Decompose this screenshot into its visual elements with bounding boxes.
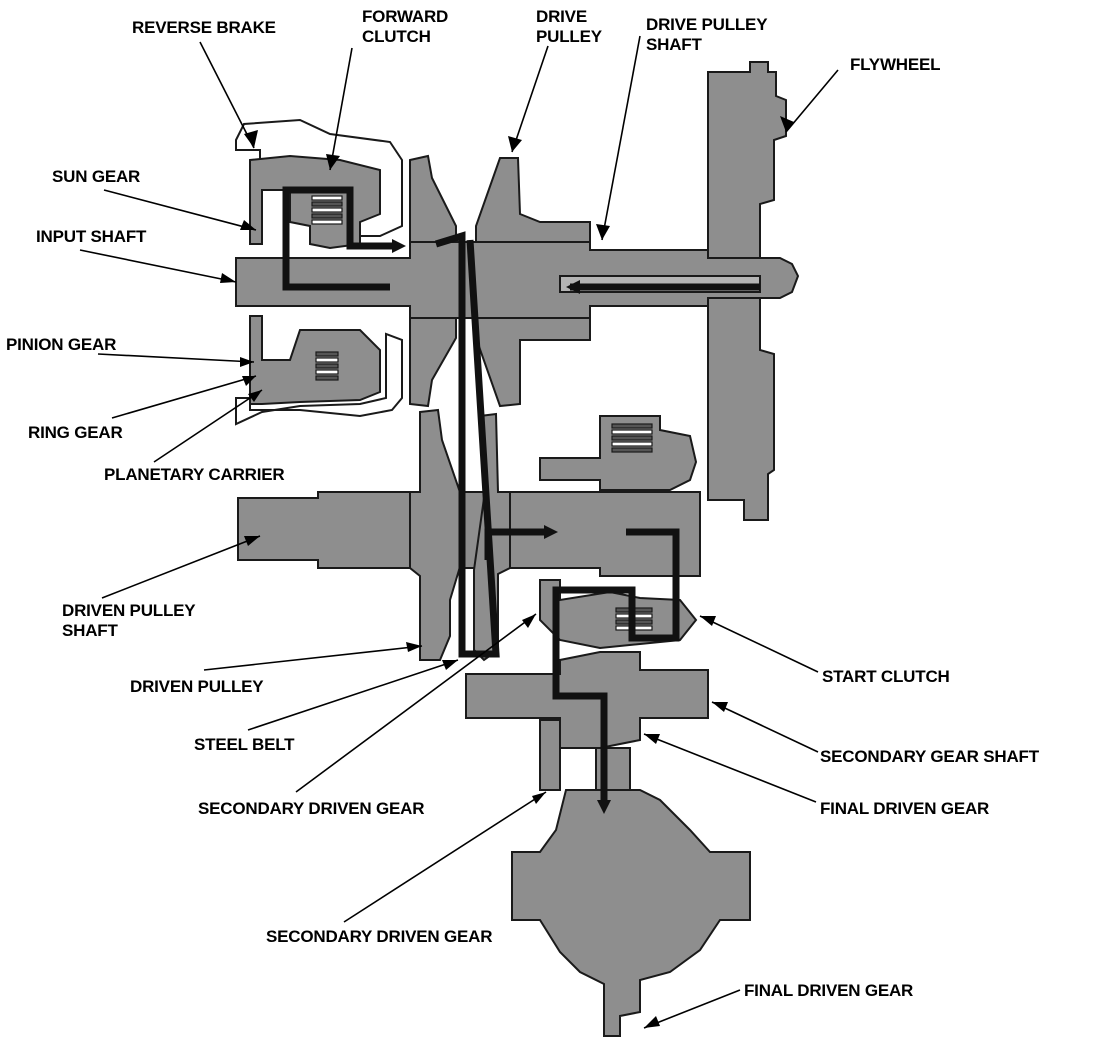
label-steel-belt: STEEL BELT [194, 735, 295, 754]
label-driven-pulley-shaft-line2: SHAFT [62, 621, 118, 640]
flywheel [707, 61, 787, 521]
label-sun-gear: SUN GEAR [52, 167, 140, 186]
label-ring-gear: RING GEAR [28, 423, 123, 442]
label-drive-pulley-line1: DRIVE [536, 7, 587, 26]
power-flow-arrowheads [392, 239, 611, 814]
label-drive-pulley-shaft-line1: DRIVE PULLEY [646, 15, 768, 34]
label-secondary-driven-gear-1: SECONDARY DRIVEN GEAR [198, 799, 424, 818]
label-drive-pulley-shaft-line2: SHAFT [646, 35, 702, 54]
label-reverse-brake: REVERSE BRAKE [132, 18, 276, 37]
label-planetary-carrier: PLANETARY CARRIER [104, 465, 284, 484]
forward-clutch-plates [311, 195, 343, 225]
label-input-shaft: INPUT SHAFT [36, 227, 147, 246]
drive-pulley [409, 154, 591, 408]
driven-pulley-shaft [237, 491, 701, 577]
label-secondary-gear-shaft: SECONDARY GEAR SHAFT [820, 747, 1040, 766]
leader-arrowheads [220, 116, 794, 1028]
secondary-gear-shaft [465, 651, 709, 791]
label-final-driven-gear-1: FINAL DRIVEN GEAR [820, 799, 989, 818]
labels: REVERSE BRAKE FORWARD CLUTCH DRIVE PULLE… [6, 7, 1040, 1000]
label-forward-clutch-line1: FORWARD [362, 7, 448, 26]
label-pinion-gear: PINION GEAR [6, 335, 116, 354]
label-flywheel: FLYWHEEL [850, 55, 940, 74]
label-driven-pulley-shaft-line1: DRIVEN PULLEY [62, 601, 196, 620]
label-drive-pulley-line2: PULLEY [536, 27, 603, 46]
start-clutch [539, 415, 698, 650]
pinion-gear-teeth [315, 351, 339, 381]
label-start-clutch: START CLUTCH [822, 667, 950, 686]
label-driven-pulley: DRIVEN PULLEY [130, 677, 264, 696]
label-forward-clutch-line2: CLUTCH [362, 27, 431, 46]
power-flow-path [282, 186, 760, 804]
leader-lines [79, 35, 839, 1029]
label-secondary-driven-gear-2: SECONDARY DRIVEN GEAR [266, 927, 492, 946]
label-final-driven-gear-2: FINAL DRIVEN GEAR [744, 981, 913, 1000]
final-driven-gear [511, 789, 751, 1037]
